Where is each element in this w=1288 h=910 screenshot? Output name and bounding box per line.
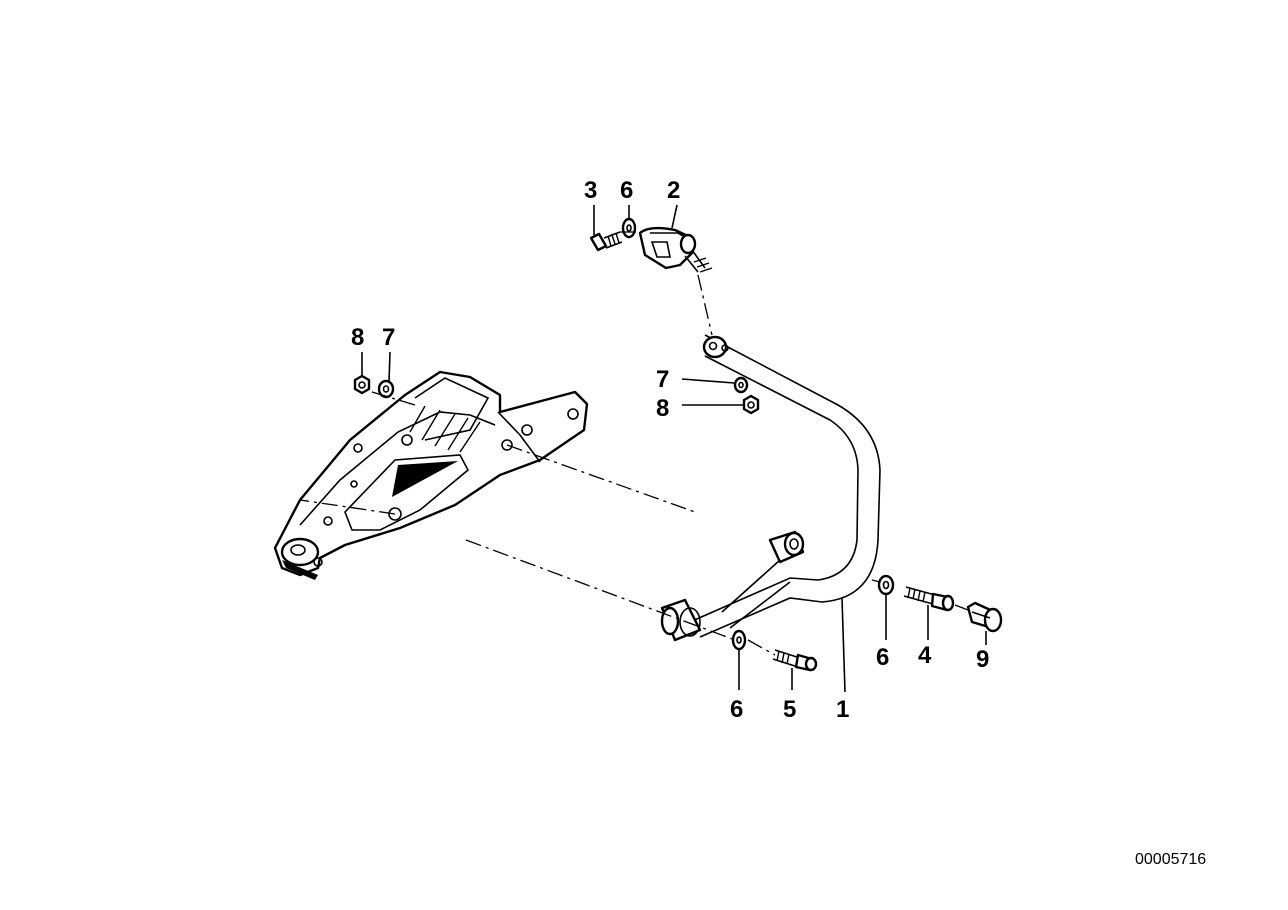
plug-part-9 <box>966 601 1003 633</box>
leader-lines <box>361 204 987 693</box>
footrest-bracket-plate <box>273 370 589 580</box>
callout-8-left: 8 <box>351 324 364 351</box>
callout-3-top: 3 <box>584 177 597 204</box>
bolt-part-4 <box>903 586 955 612</box>
footrest-bar-part-1 <box>660 334 881 642</box>
nut-part-8-left <box>353 374 371 395</box>
callout-6-bottom: 6 <box>730 696 743 723</box>
callout-6-top: 6 <box>620 177 633 204</box>
callout-4-right: 4 <box>918 642 932 669</box>
clamp-part-2 <box>638 226 713 273</box>
callout-7-left: 7 <box>382 324 395 351</box>
washer-part-6-right <box>877 574 895 596</box>
washer-part-7-mid <box>733 376 749 394</box>
callout-7-mid: 7 <box>656 366 669 393</box>
bolt-part-3 <box>589 231 623 252</box>
washer-part-7-left <box>377 379 395 399</box>
washer-part-6-top <box>621 217 637 239</box>
callout-1-bottom: 1 <box>836 696 849 723</box>
callout-5-bottom: 5 <box>783 696 796 723</box>
callout-9-right: 9 <box>976 646 989 673</box>
callout-8-mid: 8 <box>656 395 669 422</box>
callout-6-right: 6 <box>876 644 889 671</box>
nut-part-8-mid <box>742 394 760 415</box>
washer-part-6-bottom <box>731 629 747 651</box>
assembly-lines <box>299 231 969 656</box>
bolt-part-5 <box>772 649 818 672</box>
callout-2-top: 2 <box>667 177 680 204</box>
diagram-number: 00005716 <box>1135 851 1206 868</box>
